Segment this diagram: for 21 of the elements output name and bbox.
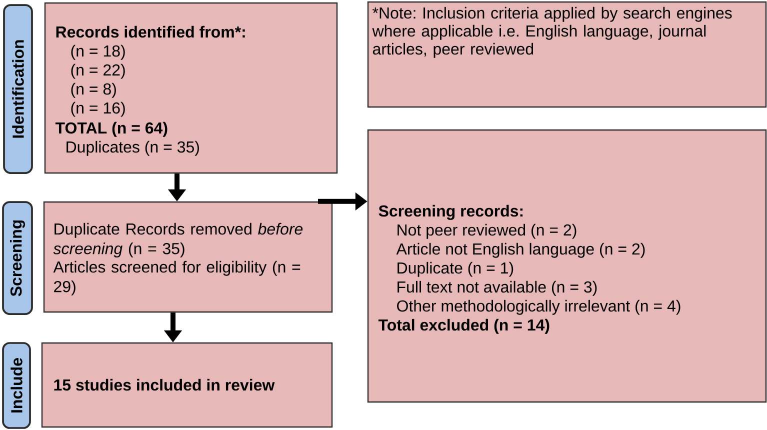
- list-item: Other methodologically irrelevant (n = 4): [397, 300, 680, 315]
- list-item: Full text not available (n = 3): [398, 280, 597, 296]
- list-item: Article not English language (n = 2): [396, 242, 645, 258]
- box-text: Articles screened for eligibility (n = 29): [53, 260, 300, 296]
- box-heading: Screening records:: [378, 204, 523, 220]
- stage-label: Include: [2, 342, 31, 429]
- box-text: Duplicate Records removed before screening (n = 35): [53, 222, 303, 258]
- list-item: Duplicate (n = 1): [398, 262, 514, 277]
- total-text: Total excluded (n = 14): [378, 318, 550, 334]
- list-item: Duplicates (n = 35): [66, 140, 199, 156]
- list-item: (n = 16): [71, 102, 125, 117]
- box-heading: Records identified from*:: [56, 26, 245, 38]
- list-item: (n = 18): [71, 44, 125, 60]
- total-text: TOTAL (n = 64): [55, 122, 168, 137]
- list-item: (n = 8): [71, 82, 116, 98]
- stage-label: Screening: [2, 201, 33, 315]
- list-item: (n = 22): [71, 64, 125, 79]
- stage-label: Identification: [3, 4, 33, 174]
- process-box: 15 studies included in review: [41, 342, 333, 428]
- note-box: *Note: Inclusion criteria applied by search engines where applicable i.e. English language, journal articles, peer reviewed: [367, 1, 767, 108]
- list-item: Not peer reviewed (n = 2): [398, 224, 576, 239]
